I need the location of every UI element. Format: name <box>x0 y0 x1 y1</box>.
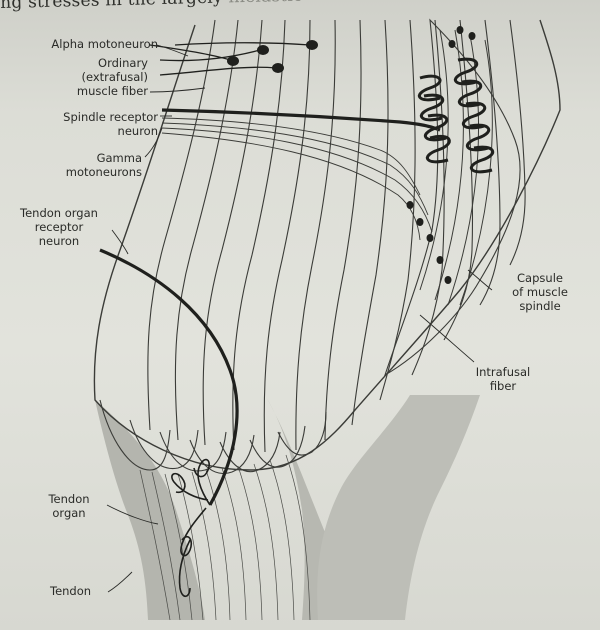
leader-tendon-organ-receptor <box>111 229 129 255</box>
label-gamma-motoneurons: Gamma motoneurons <box>42 151 142 179</box>
label-capsule-line-3: spindle <box>519 299 561 313</box>
label-ordinary-line-1: Ordinary <box>98 56 148 70</box>
fiber-ends <box>99 399 327 474</box>
label-capsule-line-2: of muscle <box>512 285 568 299</box>
muscle-outline <box>93 19 561 471</box>
leader-ordinary <box>149 87 206 93</box>
label-intrafusal-fiber: Intrafusal fiber <box>458 365 548 393</box>
tendon-organ-receptor-axon <box>99 248 239 506</box>
label-tendon-organ: Tendon organ <box>34 492 104 520</box>
leader-alpha <box>156 44 189 57</box>
leader-lines <box>106 44 493 593</box>
label-alpha-motoneuron-text: Alpha motoneuron <box>51 37 158 51</box>
label-tendon-text: Tendon <box>50 584 92 598</box>
gamma-motoneuron-axons <box>161 117 433 241</box>
leader-intrafusal <box>419 314 475 363</box>
label-alpha-motoneuron: Alpha motoneuron <box>18 37 158 51</box>
spindle-capsule <box>384 18 521 377</box>
tendon-far-right <box>317 395 480 620</box>
label-tendon-organ-line-2: organ <box>52 506 86 520</box>
label-capsule-line-1: Capsule <box>517 271 563 285</box>
tendon-striations <box>139 454 311 621</box>
label-gamma-line-1: Gamma <box>96 151 142 165</box>
label-tendon-organ-line-1: Tendon <box>48 492 90 506</box>
label-tendon-organ-receptor: Tendon organ receptor neuron <box>0 206 118 248</box>
tendon-organ-endings <box>171 458 211 598</box>
tendon-left <box>95 400 205 620</box>
leader-gamma <box>144 127 163 158</box>
label-ordinary-line-3: muscle fiber <box>76 84 148 98</box>
alpha-motoneuron-axons <box>149 42 311 76</box>
label-intrafusal-line-1: Intrafusal <box>475 365 531 379</box>
label-intrafusal-line-2: fiber <box>489 379 517 393</box>
leader-tendon-organ <box>106 504 159 525</box>
label-gamma-line-2: motoneurons <box>65 165 142 179</box>
label-tendon: Tendon <box>50 584 91 598</box>
label-spindle-receptor-line-2: neuron <box>117 124 158 138</box>
label-spindle-receptor: Spindle receptor neuron <box>18 110 158 138</box>
label-capsule: Capsule of muscle spindle <box>495 271 585 313</box>
leader-tendon <box>107 571 133 593</box>
spindle-receptor-axon <box>161 108 441 132</box>
label-tor-line-1: Tendon organ <box>20 206 98 220</box>
label-tor-line-3: neuron <box>38 234 80 248</box>
annulospiral-coils <box>417 57 495 174</box>
gamma-endplates <box>406 26 476 284</box>
alpha-endplates <box>227 40 318 73</box>
label-tor-line-2: receptor <box>34 220 84 234</box>
label-spindle-receptor-line-1: Spindle receptor <box>63 110 158 124</box>
label-ordinary-fiber: Ordinary (extrafusal) muscle fiber <box>40 56 148 98</box>
leader-capsule <box>467 269 493 291</box>
intrafusal-fibers <box>419 29 493 306</box>
label-ordinary-line-2: (extrafusal) <box>81 70 148 84</box>
